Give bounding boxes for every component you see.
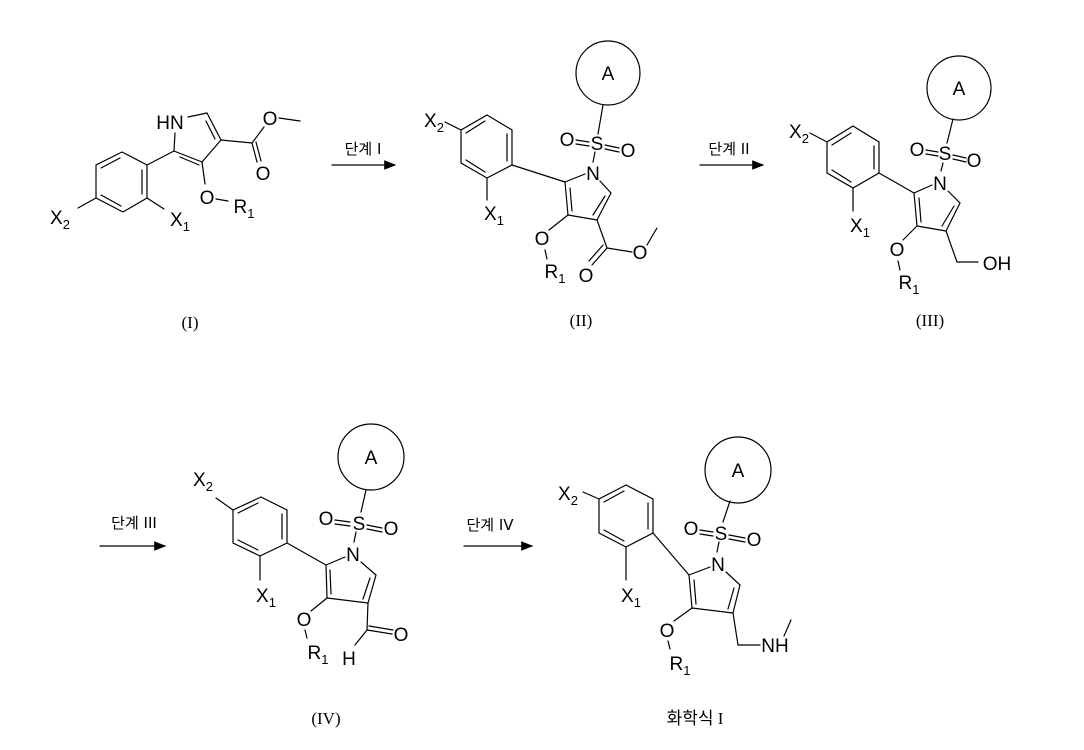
svg-text:HN: HN [156,113,183,134]
svg-text:A: A [365,448,378,469]
svg-text:X1: X1 [484,204,504,228]
compound-label-formula-1: 화학식 I [667,709,724,728]
svg-text:O: O [633,243,648,264]
svg-text:X1: X1 [621,586,641,610]
svg-text:O: O [200,188,215,209]
svg-text:X1: X1 [850,216,870,240]
svg-text:A: A [953,79,966,100]
svg-text:S: S [353,514,366,535]
step-label-4: 단계 IV [466,516,514,534]
svg-text:OH: OH [983,254,1012,275]
svg-text:X2: X2 [424,111,444,135]
step-label-3: 단계 III [111,514,157,532]
svg-text:N: N [586,164,600,185]
svg-text:R1: R1 [308,643,329,667]
svg-text:N: N [346,545,360,566]
compound-label-i: (I) [182,313,199,332]
compound-label-iv: (IV) [311,709,340,728]
compound-label-ii: (II) [570,311,593,330]
compound-iv: X2 X1 N S O O A O R1 O H [193,423,409,670]
svg-text:O: O [967,151,982,172]
svg-text:S: S [715,524,728,545]
svg-text:X1: X1 [256,586,276,610]
svg-text:O: O [579,266,594,287]
svg-text:O: O [560,130,575,151]
compound-label-iii: (III) [916,311,944,330]
svg-text:O: O [621,141,636,162]
svg-text:X2: X2 [789,122,809,146]
svg-text:S: S [939,144,952,165]
svg-text:A: A [602,64,615,85]
svg-text:X1: X1 [170,210,190,234]
compound-formula-1: X2 X1 N S O O A O R1 NH [558,436,792,678]
svg-text:O: O [394,625,409,646]
compound-ii: X2 X1 N S O O A O R1 O O [424,40,658,287]
svg-text:O: O [297,610,312,631]
compound-iii: X2 X1 N S O O A O R1 OH [789,55,1012,297]
step-label-1: 단계 I [345,140,382,158]
svg-text:O: O [535,229,550,250]
svg-text:O: O [910,140,925,161]
svg-text:O: O [747,530,762,551]
step-label-2: 단계 II [708,140,749,158]
svg-text:S: S [591,134,604,155]
svg-text:N: N [933,174,947,195]
svg-text:O: O [384,519,399,540]
compound-i: X2 X1 HN O R1 O O [50,109,301,234]
svg-text:X2: X2 [193,470,213,494]
svg-text:O: O [890,240,905,261]
svg-text:R1: R1 [234,197,255,221]
svg-text:NH: NH [761,636,788,657]
svg-text:R1: R1 [545,262,566,286]
svg-text:O: O [319,509,334,530]
svg-text:O: O [684,519,699,540]
svg-text:X2: X2 [558,484,578,508]
svg-text:O: O [660,621,675,642]
svg-text:X2: X2 [50,208,70,232]
svg-text:H: H [342,649,356,670]
svg-text:O: O [263,109,278,130]
svg-text:R1: R1 [899,273,920,297]
svg-text:O: O [256,164,271,185]
svg-text:R1: R1 [670,654,691,678]
svg-text:A: A [732,461,745,482]
svg-text:N: N [711,555,725,576]
